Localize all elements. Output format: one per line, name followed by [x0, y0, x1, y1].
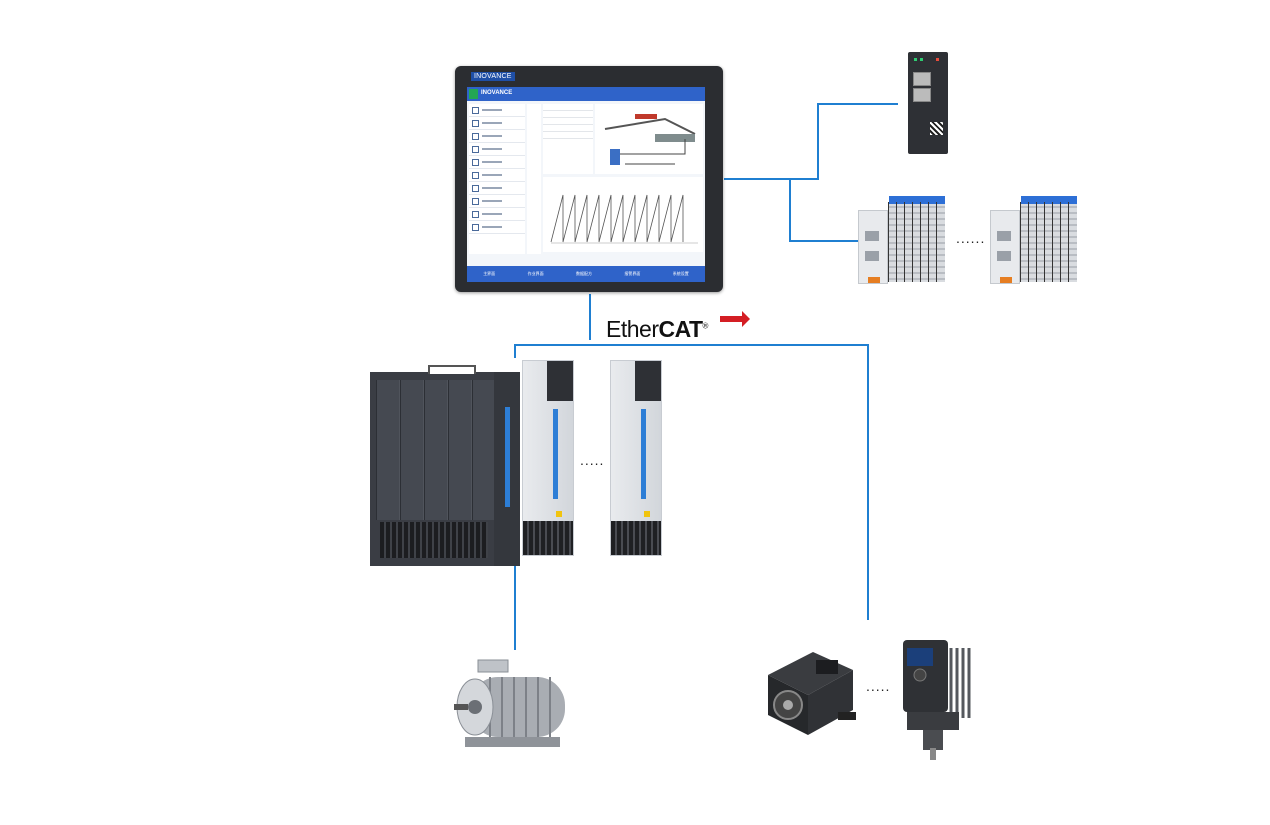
hmi-param-table — [543, 104, 593, 174]
status-led-icon — [914, 58, 917, 61]
list-item — [469, 221, 525, 234]
ethercat-logo-part1: Ether — [606, 316, 659, 342]
hmi-process-diagram — [595, 104, 703, 174]
tab-alarm[interactable]: 报警界面 — [624, 271, 641, 276]
list-item — [469, 104, 525, 117]
hmi-footer-nav: 主界面 作业界面 数据配方 报警界面 系统设置 — [467, 266, 705, 282]
link-hmi-to-io-stack — [789, 179, 858, 242]
list-item — [469, 156, 525, 169]
ethernet-port-icon — [913, 72, 931, 86]
ellipsis-motors: ..... — [866, 678, 891, 694]
io-module-stack — [858, 196, 950, 284]
multi-axis-drive-power-unit — [370, 365, 520, 566]
link-hmi-to-remote-io — [724, 103, 898, 180]
list-item — [469, 130, 525, 143]
tab-settings[interactable]: 系统设置 — [672, 271, 689, 276]
servo-motor — [768, 652, 856, 735]
ethercat-arrow-right — [720, 311, 750, 327]
hmi-side-menu — [469, 104, 525, 254]
tab-job[interactable]: 作业界面 — [527, 271, 544, 276]
warning-icon — [556, 511, 562, 517]
list-item — [469, 117, 525, 130]
hmi-tool-column — [527, 104, 541, 254]
hmi-brand-badge: INOVANCE — [471, 72, 515, 81]
list-item — [469, 182, 525, 195]
list-item — [469, 169, 525, 182]
hmi-screen-logo: INOVANCE — [481, 90, 513, 96]
run-indicator-icon — [469, 89, 478, 99]
tab-recipe[interactable]: 数据配方 — [575, 271, 592, 276]
list-item — [469, 195, 525, 208]
ethernet-port-icon — [913, 88, 931, 102]
hmi-trend-chart — [543, 177, 703, 252]
warning-icon — [644, 511, 650, 517]
induction-motor — [454, 659, 565, 747]
integrated-servo-motor — [903, 640, 971, 760]
handle-icon — [428, 365, 476, 374]
vent-grill — [380, 522, 488, 558]
hmi-screen[interactable]: INOVANCE — [467, 87, 705, 282]
hmi-screen-header: INOVANCE — [467, 87, 705, 101]
list-item — [469, 208, 525, 221]
servo-drive-axis-module — [522, 360, 574, 556]
ellipsis-io: ...... — [956, 230, 986, 246]
ellipsis-drives: ..... — [580, 452, 605, 468]
tab-main[interactable]: 主界面 — [483, 271, 496, 276]
servo-drive-axis-module — [610, 360, 662, 556]
status-led-icon — [920, 58, 923, 61]
ethercat-logo-mark: ® — [702, 321, 709, 331]
remote-io-coupler — [908, 52, 948, 154]
ethercat-logo-part2: CAT — [658, 316, 703, 342]
status-led-icon — [936, 58, 939, 61]
ethercat-bus — [514, 344, 869, 620]
qr-code-icon — [930, 122, 943, 135]
ethercat-logo: EtherCAT® — [606, 316, 708, 343]
hmi-touch-panel: INOVANCE INOVANCE — [455, 66, 723, 292]
io-module-stack — [990, 196, 1082, 284]
list-item — [469, 143, 525, 156]
